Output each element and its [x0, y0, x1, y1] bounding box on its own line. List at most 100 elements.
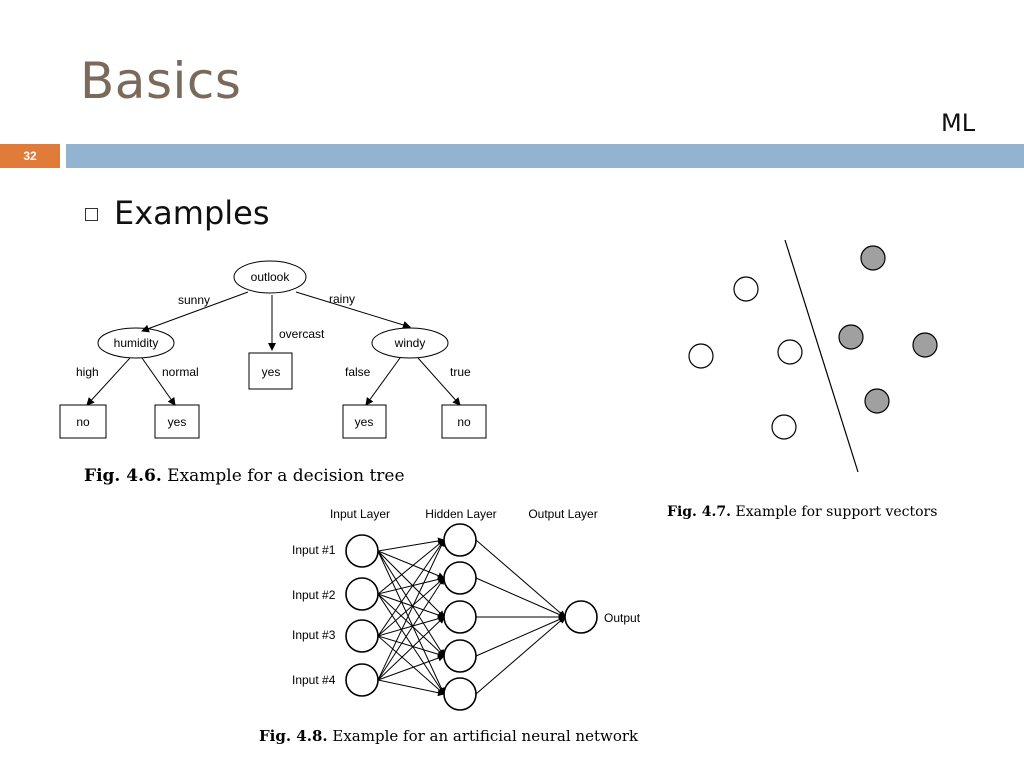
nn-layer-label: Output Layer: [528, 507, 597, 521]
header-bar: [66, 144, 1024, 168]
nn-input-node: [345, 534, 379, 568]
svm-class-a-point: [771, 414, 797, 440]
nn-caption-text: Example for an artificial neural network: [332, 727, 639, 745]
edge-high: [86, 357, 131, 406]
nn-caption: Fig. 4.8. Example for an artificial neur…: [259, 727, 639, 745]
nn-nodes: [345, 523, 598, 711]
nn-connection: [377, 593, 445, 619]
nn-output-node: [564, 600, 598, 634]
nn-connections: [377, 537, 566, 697]
edge-label: true: [450, 365, 471, 379]
edge-normal: [141, 357, 176, 406]
nn-hidden-node: [443, 677, 477, 711]
tree-root-label: outlook: [251, 270, 291, 284]
nn-connection: [377, 679, 445, 697]
tree-caption-text: Example for a decision tree: [167, 466, 404, 486]
nn-connection: [377, 593, 445, 695]
slide-title: Basics: [80, 52, 242, 110]
svm-class-b-point: [912, 332, 938, 358]
nn-connection: [377, 539, 445, 681]
nn-connection: [377, 550, 445, 618]
tree-leaf-box: [59, 404, 107, 439]
nn-connection: [377, 577, 445, 681]
nn-connection: [377, 539, 445, 637]
nn-hidden-node: [443, 639, 477, 673]
nn-hidden-node: [443, 523, 477, 557]
svm-class-b-point: [860, 245, 886, 271]
edge-label: normal: [162, 365, 199, 379]
nn-caption-fig: Fig. 4.8.: [259, 727, 328, 745]
svm-class-b-point: [838, 324, 864, 350]
nn-connection: [377, 615, 445, 637]
decision-tree: [59, 260, 487, 439]
bullet-square-icon: [85, 207, 98, 221]
edge-label: rainy: [329, 292, 355, 306]
nn-connection: [377, 635, 445, 658]
nn-input-node: [345, 663, 379, 697]
tree-leaf-box: [248, 352, 293, 390]
tree-node-label: windy: [394, 336, 426, 350]
nn-input-label: Input #1: [292, 543, 336, 557]
svm-caption-text: Example for support vectors: [735, 504, 937, 520]
tree-leaf-label: no: [457, 415, 471, 429]
nn-connection: [475, 616, 566, 695]
nn-layer-label: Hidden Layer: [425, 507, 496, 521]
tree-node-label: humidity: [114, 336, 159, 350]
nn-connection: [475, 577, 566, 618]
tree-root-node: [233, 260, 307, 294]
nn-connection: [377, 550, 445, 695]
tree-leaf-label: yes: [168, 415, 187, 429]
edge-sunny: [141, 291, 249, 333]
nn-connection: [377, 539, 445, 595]
nn-output-label: Output: [604, 611, 641, 625]
course-label: ML: [941, 109, 976, 137]
nn-connection: [377, 550, 445, 579]
edge-label: sunny: [178, 293, 210, 307]
svm-class-a-point: [777, 339, 803, 365]
nn-input-label: Input #4: [292, 673, 336, 687]
edge-true: [417, 357, 461, 406]
edge-label: overcast: [279, 327, 325, 341]
tree-leaf-box: [154, 404, 200, 439]
tree-caption-fig: Fig. 4.6.: [84, 466, 162, 486]
svm-class-a-point: [733, 276, 759, 302]
bullet-item: Examples: [85, 194, 270, 232]
nn-input-node: [345, 619, 379, 653]
tree-caption: Fig. 4.6. Example for a decision tree: [84, 466, 405, 486]
nn-connection: [377, 616, 445, 681]
nn-input-label: Input #2: [292, 588, 336, 602]
nn-input-node: [345, 577, 379, 611]
nn-connection: [377, 635, 445, 695]
tree-leaf-label: yes: [262, 365, 281, 379]
edge-rainy: [295, 291, 411, 329]
nn-layer-label: Input Layer: [330, 507, 390, 521]
svm-separator-line: [784, 239, 859, 473]
tree-leaf-label: yes: [355, 415, 374, 429]
edge-label: high: [76, 365, 99, 379]
nn-input-label: Input #3: [292, 628, 336, 642]
svm-class-b-point: [864, 388, 890, 414]
nn-connection: [377, 593, 445, 657]
tree-node-windy: [371, 327, 449, 359]
edge-false: [365, 357, 401, 406]
nn-connection: [475, 539, 566, 618]
nn-connection: [377, 537, 445, 552]
tree-node-humidity: [97, 327, 175, 359]
nn-connection: [377, 576, 445, 595]
tree-leaf-box: [342, 404, 387, 439]
tree-leaf-box: [441, 404, 487, 439]
nn-hidden-node: [443, 561, 477, 595]
svm-plot: [688, 239, 938, 473]
nn-connection: [377, 550, 445, 657]
svm-class-a-point: [688, 343, 714, 369]
svm-caption: Fig. 4.7. Example for support vectors: [667, 504, 937, 520]
tree-leaf-label: no: [76, 415, 90, 429]
nn-connection: [377, 577, 445, 637]
edge-label: false: [345, 365, 371, 379]
nn-hidden-node: [443, 600, 477, 634]
bullet-text: Examples: [114, 194, 270, 232]
nn-connection: [475, 616, 566, 657]
svm-caption-fig: Fig. 4.7.: [667, 504, 731, 520]
slide-number: 32: [0, 144, 60, 168]
